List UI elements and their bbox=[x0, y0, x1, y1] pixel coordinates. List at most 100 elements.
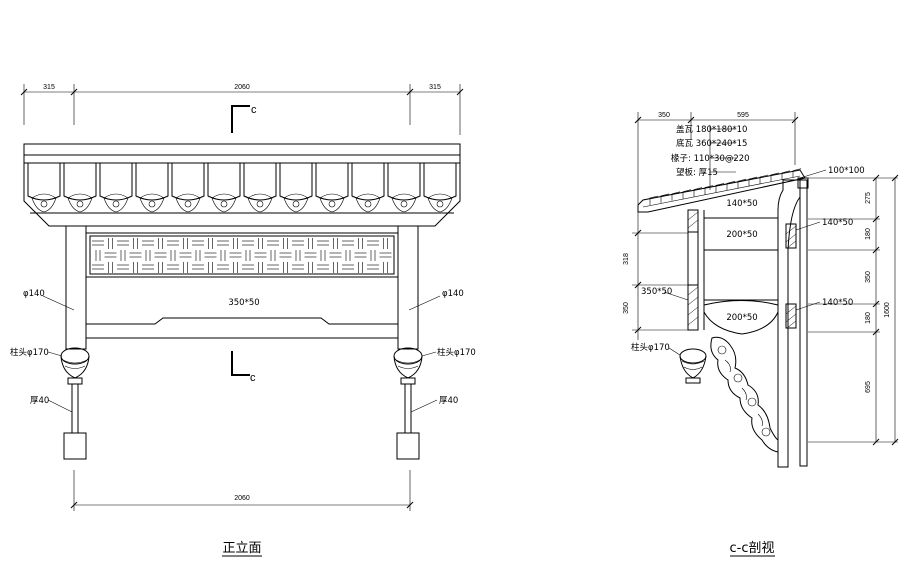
front-annotations: φ140 φ140 柱头φ170 柱头φ170 厚40 厚40 bbox=[10, 289, 476, 413]
hatched-block-lower bbox=[785, 303, 797, 329]
note-roof-board: 望板: 厚15 bbox=[676, 167, 718, 178]
dim-section-top-right: 595 bbox=[737, 112, 749, 119]
label-upper-board: 200*50 bbox=[726, 230, 757, 240]
dim-right-3: 350 bbox=[865, 271, 872, 283]
section-annotations: 100*100 140*50 140*50 350*50 柱头φ170 bbox=[631, 166, 865, 356]
dim-right-1: 275 bbox=[865, 192, 872, 204]
note-bottom-tile: 底瓦 360*240*15 bbox=[676, 138, 747, 149]
dim-right-2: 180 bbox=[865, 228, 872, 240]
note-cover-tile: 盖瓦 180*180*10 bbox=[676, 124, 747, 135]
dim-left-overhang: 315 bbox=[43, 84, 55, 91]
beam-label: 350*50 bbox=[228, 298, 259, 308]
roof-tile-step bbox=[682, 189, 692, 199]
tile-ornament bbox=[283, 193, 309, 213]
tile-ornament bbox=[211, 193, 237, 213]
section-mark-top: c bbox=[251, 104, 257, 116]
roof-tile bbox=[351, 163, 385, 201]
hatched-block-upper bbox=[785, 223, 797, 249]
tile-ornament bbox=[175, 193, 201, 213]
label-beam-350: 350*50 bbox=[641, 287, 672, 297]
label-column-left: φ140 bbox=[23, 289, 45, 299]
roof-tile-step bbox=[693, 187, 703, 197]
hatched-post-top bbox=[687, 209, 699, 233]
tile-boss bbox=[328, 200, 336, 208]
roof-tile-step bbox=[715, 183, 725, 193]
section-marker-bottom: c bbox=[231, 351, 256, 384]
note-rafter: 椽子: 110*30@220 bbox=[671, 153, 750, 164]
roof-tile bbox=[99, 163, 133, 201]
tile-boss bbox=[220, 200, 228, 208]
section-roof bbox=[637, 168, 806, 213]
tile-ornament bbox=[103, 193, 129, 213]
lower-post-left bbox=[63, 384, 87, 460]
tile-ornament bbox=[355, 193, 381, 213]
dim-right-total: 1600 bbox=[884, 302, 891, 318]
section-inner-boards: 140*50 200*50 200*50 bbox=[697, 199, 779, 335]
lower-post-right bbox=[396, 384, 420, 460]
front-top-dimension: 315 2060 315 bbox=[20, 84, 464, 135]
dim-left-lower: 350 bbox=[623, 302, 630, 314]
tile-ornament bbox=[31, 193, 57, 213]
tile-roof bbox=[23, 143, 461, 227]
tile-boss bbox=[436, 200, 444, 208]
front-view-title: 正立面 bbox=[222, 541, 261, 556]
section-marker-top: c bbox=[231, 104, 257, 133]
tile-ornament bbox=[247, 193, 273, 213]
dim-section-top-left: 350 bbox=[658, 112, 670, 119]
tile-boss bbox=[292, 200, 300, 208]
lattice-panel bbox=[85, 232, 399, 278]
roof-tile-step bbox=[737, 178, 747, 189]
section-mark-bottom: c bbox=[250, 372, 256, 384]
tile-boss bbox=[256, 200, 264, 208]
roof-tile-step bbox=[781, 170, 791, 180]
front-elevation: 315 2060 315 c bbox=[10, 84, 476, 557]
material-notes: 盖瓦 180*180*10 底瓦 360*240*15 椽子: 110*30@2… bbox=[671, 124, 750, 190]
dim-left-upper: 318 bbox=[623, 253, 630, 265]
tile-boss bbox=[148, 200, 156, 208]
roof-tile-step bbox=[792, 168, 802, 178]
label-thickness-right: 厚40 bbox=[439, 396, 458, 406]
tile-ornament bbox=[319, 193, 345, 213]
tile-ornament bbox=[391, 193, 417, 213]
column-right bbox=[397, 225, 419, 350]
section-left-dimensions: 318 350 bbox=[623, 210, 688, 340]
roof-tile bbox=[279, 163, 313, 201]
roof-tile bbox=[63, 163, 97, 201]
roof-tile bbox=[387, 163, 421, 201]
tile-ornament bbox=[427, 193, 453, 213]
roof-tile-step bbox=[649, 195, 659, 205]
label-post-upper: 140*50 bbox=[822, 218, 853, 228]
label-rafter-beam: 140*50 bbox=[726, 199, 757, 209]
column-cap-left bbox=[60, 347, 90, 385]
tile-boss bbox=[184, 200, 192, 208]
label-column-right: φ140 bbox=[442, 289, 464, 299]
label-ridge-beam: 100*100 bbox=[828, 166, 865, 176]
roof-tile bbox=[243, 163, 277, 201]
dim-right-overhang: 315 bbox=[429, 84, 441, 91]
tile-boss bbox=[76, 200, 84, 208]
dim-span: 2060 bbox=[234, 84, 250, 91]
tile-boss bbox=[364, 200, 372, 208]
roof-tile bbox=[171, 163, 205, 201]
roof-tile-step bbox=[726, 181, 736, 191]
tile-ornament bbox=[139, 193, 165, 213]
label-cap-left: 柱头φ170 bbox=[10, 347, 49, 358]
roof-tile-step bbox=[671, 191, 681, 201]
roof-tile bbox=[135, 163, 169, 201]
roof-tile bbox=[423, 163, 457, 201]
roof-tile-step bbox=[770, 172, 780, 182]
section-view-title: c-c剖视 bbox=[730, 541, 775, 556]
section-view: 350 595 盖瓦 180*180*10 底瓦 360*240*15 椽子: … bbox=[623, 112, 899, 557]
roof-tile bbox=[27, 163, 61, 201]
tile-boss bbox=[112, 200, 120, 208]
dim-bottom-span: 2060 bbox=[234, 495, 250, 502]
hatched-post-beam bbox=[687, 284, 699, 331]
label-thickness-left: 厚40 bbox=[30, 396, 49, 406]
roof-tile-step bbox=[660, 193, 670, 203]
column-left bbox=[65, 225, 87, 350]
section-left-post bbox=[679, 209, 707, 384]
tile-boss bbox=[40, 200, 48, 208]
roof-tile bbox=[207, 163, 241, 201]
section-main-post bbox=[777, 177, 809, 468]
